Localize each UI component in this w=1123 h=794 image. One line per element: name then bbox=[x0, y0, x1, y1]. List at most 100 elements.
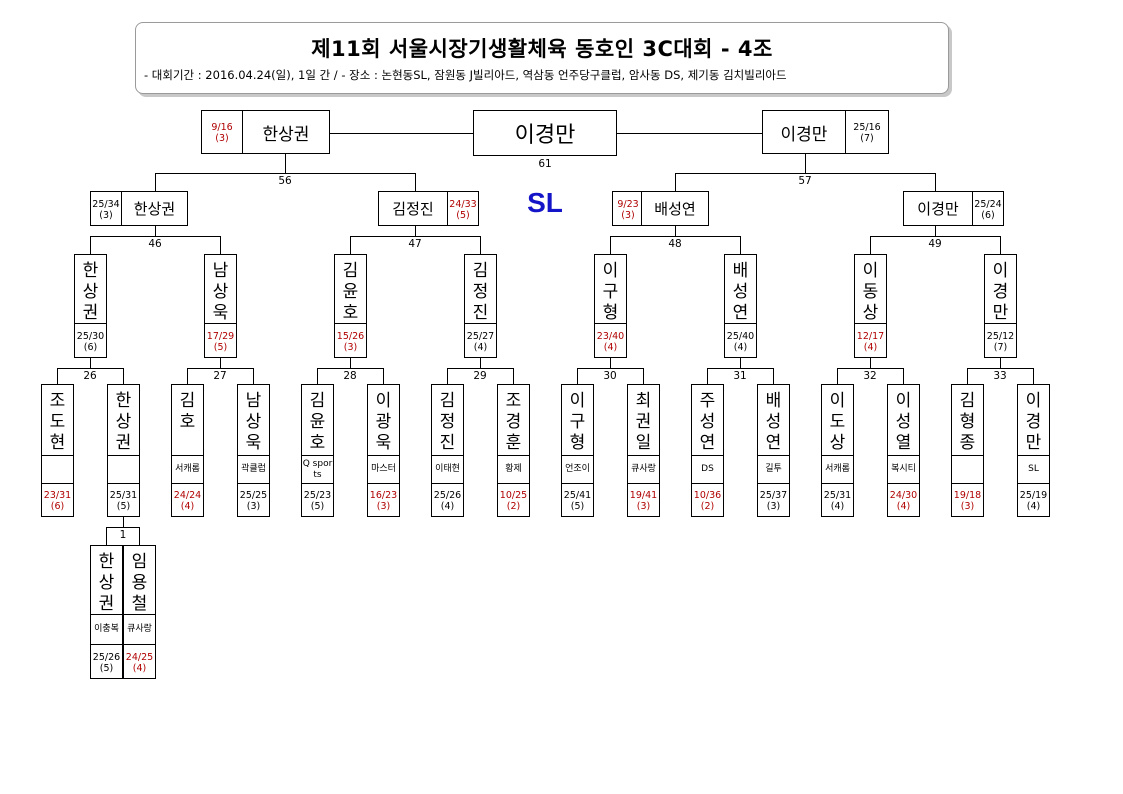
club-name bbox=[42, 456, 73, 483]
score: 12/17 bbox=[856, 330, 885, 342]
bracket-line bbox=[707, 368, 773, 369]
bracket-line bbox=[285, 154, 286, 173]
match-number: 32 bbox=[863, 370, 877, 382]
club-cell: DS bbox=[691, 455, 724, 484]
player-name: 배성연 bbox=[654, 200, 696, 218]
club-name bbox=[108, 456, 139, 483]
bracket-line bbox=[480, 358, 481, 368]
player-name: 남상욱 bbox=[212, 261, 229, 323]
player-name: 이경만 bbox=[992, 261, 1009, 323]
bracket-line bbox=[870, 236, 871, 254]
bracket-line bbox=[317, 368, 383, 369]
player-name-box: 김윤호 bbox=[334, 254, 367, 324]
score-cell: 25/16(7) bbox=[845, 110, 889, 154]
player-name-box: 이구형 bbox=[561, 384, 594, 456]
score: 25/26 bbox=[92, 651, 121, 663]
player-name-box: 이경만 bbox=[1017, 384, 1050, 456]
player-name-box: 주성연 bbox=[691, 384, 724, 456]
score: 15/26 bbox=[336, 330, 365, 342]
score: 24/33 bbox=[449, 198, 477, 210]
bracket-line bbox=[447, 368, 448, 384]
bracket-line bbox=[220, 358, 221, 368]
innings: (3) bbox=[246, 501, 261, 512]
player-name: 조경훈 bbox=[505, 391, 522, 453]
score-cell: 23/31(6) bbox=[41, 483, 74, 517]
score-cell: 16/23(3) bbox=[367, 483, 400, 517]
club-name: 이충복 bbox=[94, 624, 119, 634]
bracket-line bbox=[415, 173, 416, 191]
score: 25/41 bbox=[563, 490, 592, 501]
player-name-box: 배성연 bbox=[724, 254, 757, 324]
player-name: 이구형 bbox=[602, 261, 619, 323]
club-cell: 곽클럽 bbox=[237, 455, 270, 484]
bracket-line bbox=[187, 368, 253, 369]
score: 24/24 bbox=[173, 490, 202, 501]
club-name: 황제 bbox=[505, 464, 522, 474]
match-number: 1 bbox=[119, 529, 127, 541]
club-cell: Q sports bbox=[301, 455, 334, 484]
score-cell: 9/23(3) bbox=[612, 191, 644, 226]
score: 9/23 bbox=[617, 198, 639, 210]
innings: (4) bbox=[1026, 501, 1041, 512]
title-box: 제11회 서울시장기생활체육 동호인 3C대회 - 4조 - 대회기간 : 20… bbox=[135, 22, 949, 94]
innings: (3) bbox=[621, 209, 635, 221]
score-cell: 25/24(6) bbox=[972, 191, 1004, 226]
bracket-line bbox=[610, 236, 740, 237]
club-cell: 언조이 bbox=[561, 455, 594, 484]
bracket-line bbox=[90, 358, 91, 368]
bracket-line bbox=[967, 368, 968, 384]
bracket-line bbox=[106, 527, 107, 545]
bracket-line bbox=[967, 368, 1033, 369]
club-cell: SL bbox=[1017, 455, 1050, 484]
bracket-line bbox=[1000, 358, 1001, 368]
player-name-box: 조도현 bbox=[41, 384, 74, 456]
score-cell: 25/41(5) bbox=[561, 483, 594, 517]
club-name: 곽클럽 bbox=[241, 464, 266, 474]
bracket-line bbox=[350, 358, 351, 368]
match-number: 47 bbox=[408, 238, 422, 250]
player-name-box: 배성연 bbox=[641, 191, 709, 226]
bracket-line bbox=[643, 368, 644, 384]
innings: (4) bbox=[473, 341, 488, 353]
score: 10/36 bbox=[693, 490, 722, 501]
score: 25/16 bbox=[853, 122, 881, 133]
player-name: 최권일 bbox=[635, 391, 652, 453]
score: 10/25 bbox=[499, 490, 528, 501]
bracket-line bbox=[1033, 368, 1034, 384]
club-name: Q sports bbox=[302, 458, 333, 480]
player-name-box: 김형종 bbox=[951, 384, 984, 456]
bracket-line bbox=[675, 173, 935, 174]
bracket-line bbox=[707, 368, 708, 384]
bracket-line bbox=[577, 368, 578, 384]
innings: (4) bbox=[830, 501, 845, 512]
score: 25/23 bbox=[303, 490, 332, 501]
player-name: 김윤호 bbox=[309, 391, 326, 453]
player-name: 한상권 bbox=[133, 200, 176, 218]
player-name: 임용철 bbox=[131, 552, 148, 614]
score-cell: 25/26(5) bbox=[90, 644, 123, 679]
bracket-line bbox=[350, 236, 480, 237]
innings: (3) bbox=[960, 501, 975, 512]
score-cell: 10/36(2) bbox=[691, 483, 724, 517]
innings: (6) bbox=[981, 209, 995, 221]
score: 17/29 bbox=[206, 330, 235, 342]
score-cell: 10/25(2) bbox=[497, 483, 530, 517]
match-number: 46 bbox=[148, 238, 162, 250]
innings: (6) bbox=[50, 501, 65, 512]
match-number: 56 bbox=[278, 175, 292, 187]
innings: (3) bbox=[343, 341, 358, 353]
player-name-box: 이경만 bbox=[984, 254, 1017, 324]
bracket-line bbox=[447, 368, 513, 369]
score: 24/30 bbox=[889, 490, 918, 501]
innings: (3) bbox=[376, 501, 391, 512]
score-cell: 24/33(5) bbox=[447, 191, 479, 226]
tournament-info: - 대회기간 : 2016.04.24(일), 1일 간 / - 장소 : 논현… bbox=[144, 68, 787, 82]
venue-label: SL bbox=[527, 187, 563, 218]
bracket-line bbox=[837, 368, 903, 369]
player-name-box: 이경만 bbox=[903, 191, 973, 226]
score-cell: 24/30(4) bbox=[887, 483, 920, 517]
player-name: 김윤호 bbox=[342, 261, 359, 323]
player-name: 이경만 bbox=[1025, 391, 1042, 453]
bracket-line bbox=[330, 133, 473, 134]
bracket-line bbox=[935, 226, 936, 236]
